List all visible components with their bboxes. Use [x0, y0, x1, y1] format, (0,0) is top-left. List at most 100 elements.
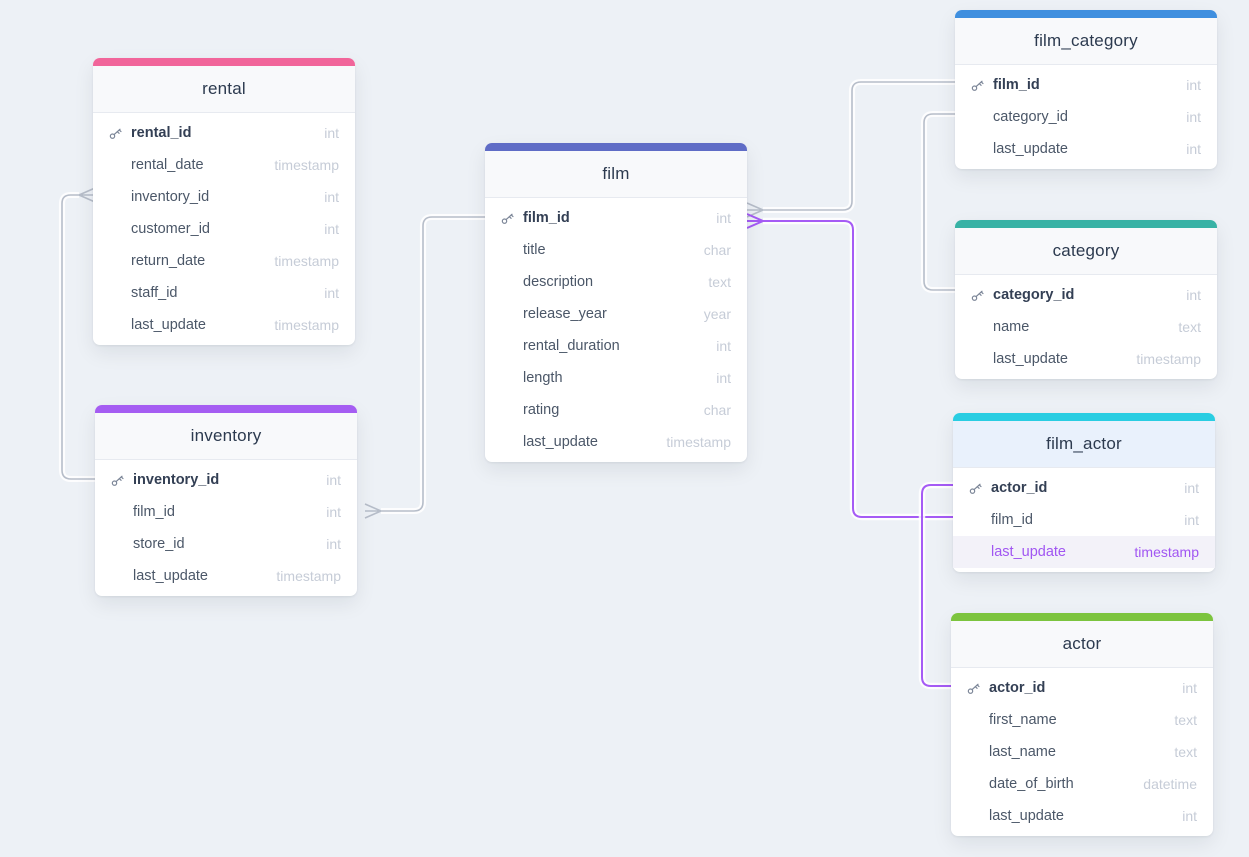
field-name-label: customer_id — [131, 221, 210, 237]
field-name-label: last_update — [133, 568, 208, 584]
field-type-label: int — [1186, 77, 1201, 93]
table-header-film_category[interactable]: film_category — [955, 18, 1217, 65]
field-name-label: last_update — [523, 434, 598, 450]
field-type-label: int — [1186, 141, 1201, 157]
relationship-line[interactable] — [61, 194, 95, 480]
field-row-film_category-film_id[interactable]: film_id int — [955, 69, 1217, 101]
field-type-label: datetime — [1143, 776, 1197, 792]
field-name-label: rating — [523, 402, 560, 418]
field-type-label: int — [326, 536, 341, 552]
field-type-label: int — [1182, 680, 1197, 696]
table-title: inventory — [190, 426, 262, 445]
field-type-label: timestamp — [274, 253, 339, 269]
crow-foot-marker — [746, 213, 764, 229]
table-header-film[interactable]: film — [485, 151, 747, 198]
table-header-rental[interactable]: rental — [93, 66, 355, 113]
field-name-label: last_update — [991, 544, 1066, 560]
field-name-label: category_id — [993, 287, 1075, 303]
relationship-line[interactable] — [763, 220, 953, 518]
relationship-line[interactable] — [381, 216, 485, 512]
primary-key-icon — [967, 683, 980, 694]
field-type-label: int — [324, 285, 339, 301]
relationship-line[interactable] — [921, 484, 953, 687]
table-title: rental — [202, 79, 246, 98]
table-accent-bar-film_actor — [953, 413, 1215, 421]
relationship-film-film_actor[interactable] — [746, 213, 953, 521]
field-name-label: film_id — [523, 210, 570, 226]
relationship-film_actor-actor[interactable] — [918, 481, 953, 690]
field-type-label: int — [324, 189, 339, 205]
relationship-line[interactable] — [763, 81, 955, 211]
field-name-label: film_id — [993, 77, 1040, 93]
relationship-film-film_category[interactable] — [746, 78, 955, 218]
field-type-label: timestamp — [1136, 351, 1201, 367]
table-header-category[interactable]: category — [955, 228, 1217, 275]
field-name-label: length — [523, 370, 563, 386]
field-type-label: int — [1184, 512, 1199, 528]
relationship-film_category-category[interactable] — [920, 110, 955, 294]
relationship-rental-inventory[interactable] — [58, 187, 96, 483]
table-title: category — [1052, 241, 1120, 260]
field-name-label: actor_id — [991, 480, 1048, 496]
relationship-inventory-film[interactable] — [364, 213, 485, 519]
crow-foot-marker — [78, 187, 96, 203]
relationship-line-halo — [381, 213, 485, 515]
table-header-actor[interactable]: actor — [951, 621, 1213, 668]
relationship-line[interactable] — [923, 113, 955, 291]
primary-key-icon — [501, 213, 514, 224]
table-title: film_actor — [1046, 434, 1122, 453]
field-type-label: int — [326, 472, 341, 488]
table-header-film_actor[interactable]: film_actor — [953, 421, 1215, 468]
primary-key-icon — [971, 80, 984, 91]
field-row-inventory-store_id[interactable]: store_id int — [95, 528, 357, 560]
table-header-inventory[interactable]: inventory — [95, 413, 357, 460]
field-name-label: film_id — [133, 504, 175, 520]
field-name-label: store_id — [133, 536, 185, 552]
